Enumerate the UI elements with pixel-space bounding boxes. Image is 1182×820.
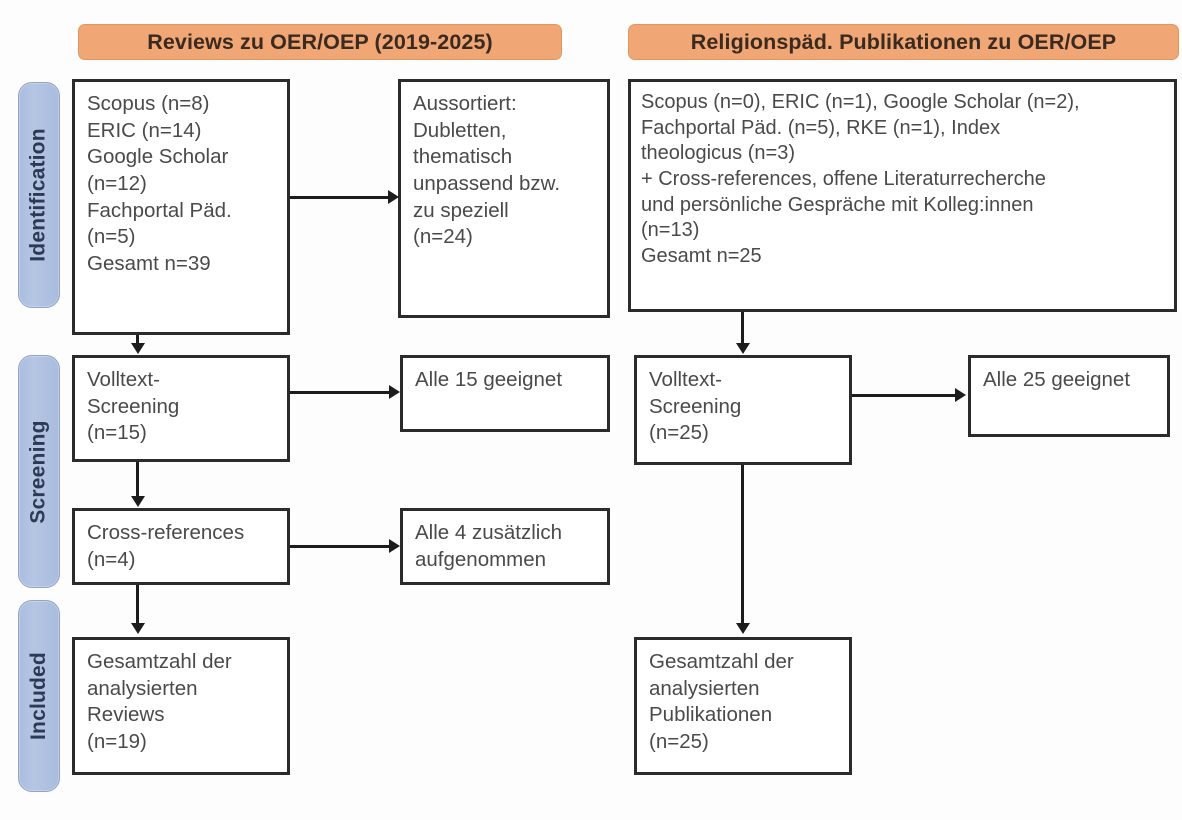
- box-left-fulltext-screening: Volltext- Screening (n=15): [72, 355, 290, 462]
- box-left-excluded: Aussortiert: Dubletten, thematisch unpas…: [398, 79, 610, 318]
- box-left-identification-sources: Scopus (n=8) ERIC (n=14) Google Scholar …: [72, 79, 290, 335]
- connector-left-sources-to-excluded: [290, 196, 390, 199]
- connector-left-crossrefs-to-included: [136, 585, 139, 625]
- connector-left-sources-to-fulltext: [136, 335, 139, 345]
- arrowhead-left-sources-to-fulltext: [131, 343, 145, 354]
- box-right-included-total: Gesamtzahl der analysierten Publikatione…: [634, 637, 852, 775]
- arrowhead-left-crossrefs-to-result: [389, 539, 400, 553]
- stage-label-screening-text: Screening: [27, 419, 50, 524]
- box-left-crossreferences-result: Alle 4 zusätzlich aufgenommen: [400, 508, 610, 585]
- column-header-religionspaedagogik-text: Religionspäd. Publikationen zu OER/OEP: [690, 29, 1117, 54]
- connector-right-fulltext-to-included: [741, 465, 744, 625]
- arrowhead-right-fulltext-to-result: [955, 388, 966, 402]
- box-right-fulltext-result: Alle 25 geeignet: [968, 355, 1170, 437]
- arrowhead-left-fulltext-to-result: [389, 385, 400, 399]
- stage-label-included-text: Included: [27, 652, 51, 740]
- box-left-included-total: Gesamtzahl der analysierten Reviews (n=1…: [72, 637, 290, 775]
- connector-right-fulltext-to-result: [852, 394, 956, 397]
- arrowhead-left-sources-to-excluded: [388, 190, 399, 204]
- connector-left-fulltext-to-crossrefs: [136, 462, 139, 498]
- box-left-crossreferences: Cross-references (n=4): [72, 508, 290, 585]
- stage-label-identification-text: Identification: [27, 128, 50, 262]
- column-header-reviews-text: Reviews zu OER/OEP (2019-2025): [147, 29, 493, 54]
- stage-label-screening: Screening: [18, 355, 60, 588]
- column-header-religionspaedagogik: Religionspäd. Publikationen zu OER/OEP: [628, 24, 1179, 60]
- connector-left-fulltext-to-result: [290, 391, 390, 394]
- arrowhead-right-sources-to-fulltext: [736, 343, 750, 354]
- box-right-fulltext-screening: Volltext- Screening (n=25): [634, 355, 852, 465]
- stage-label-included: Included: [18, 600, 60, 792]
- arrowhead-left-crossrefs-to-included: [131, 623, 145, 634]
- connector-right-sources-to-fulltext: [741, 312, 744, 345]
- arrowhead-left-fulltext-to-crossrefs: [131, 496, 145, 507]
- stage-label-identification: Identification: [18, 82, 60, 308]
- box-right-identification-sources: Scopus (n=0), ERIC (n=1), Google Scholar…: [628, 79, 1177, 312]
- box-left-fulltext-result: Alle 15 geeignet: [400, 355, 610, 432]
- arrowhead-right-fulltext-to-included: [736, 623, 750, 634]
- connector-left-crossrefs-to-result: [290, 545, 390, 548]
- column-header-reviews: Reviews zu OER/OEP (2019-2025): [78, 24, 562, 60]
